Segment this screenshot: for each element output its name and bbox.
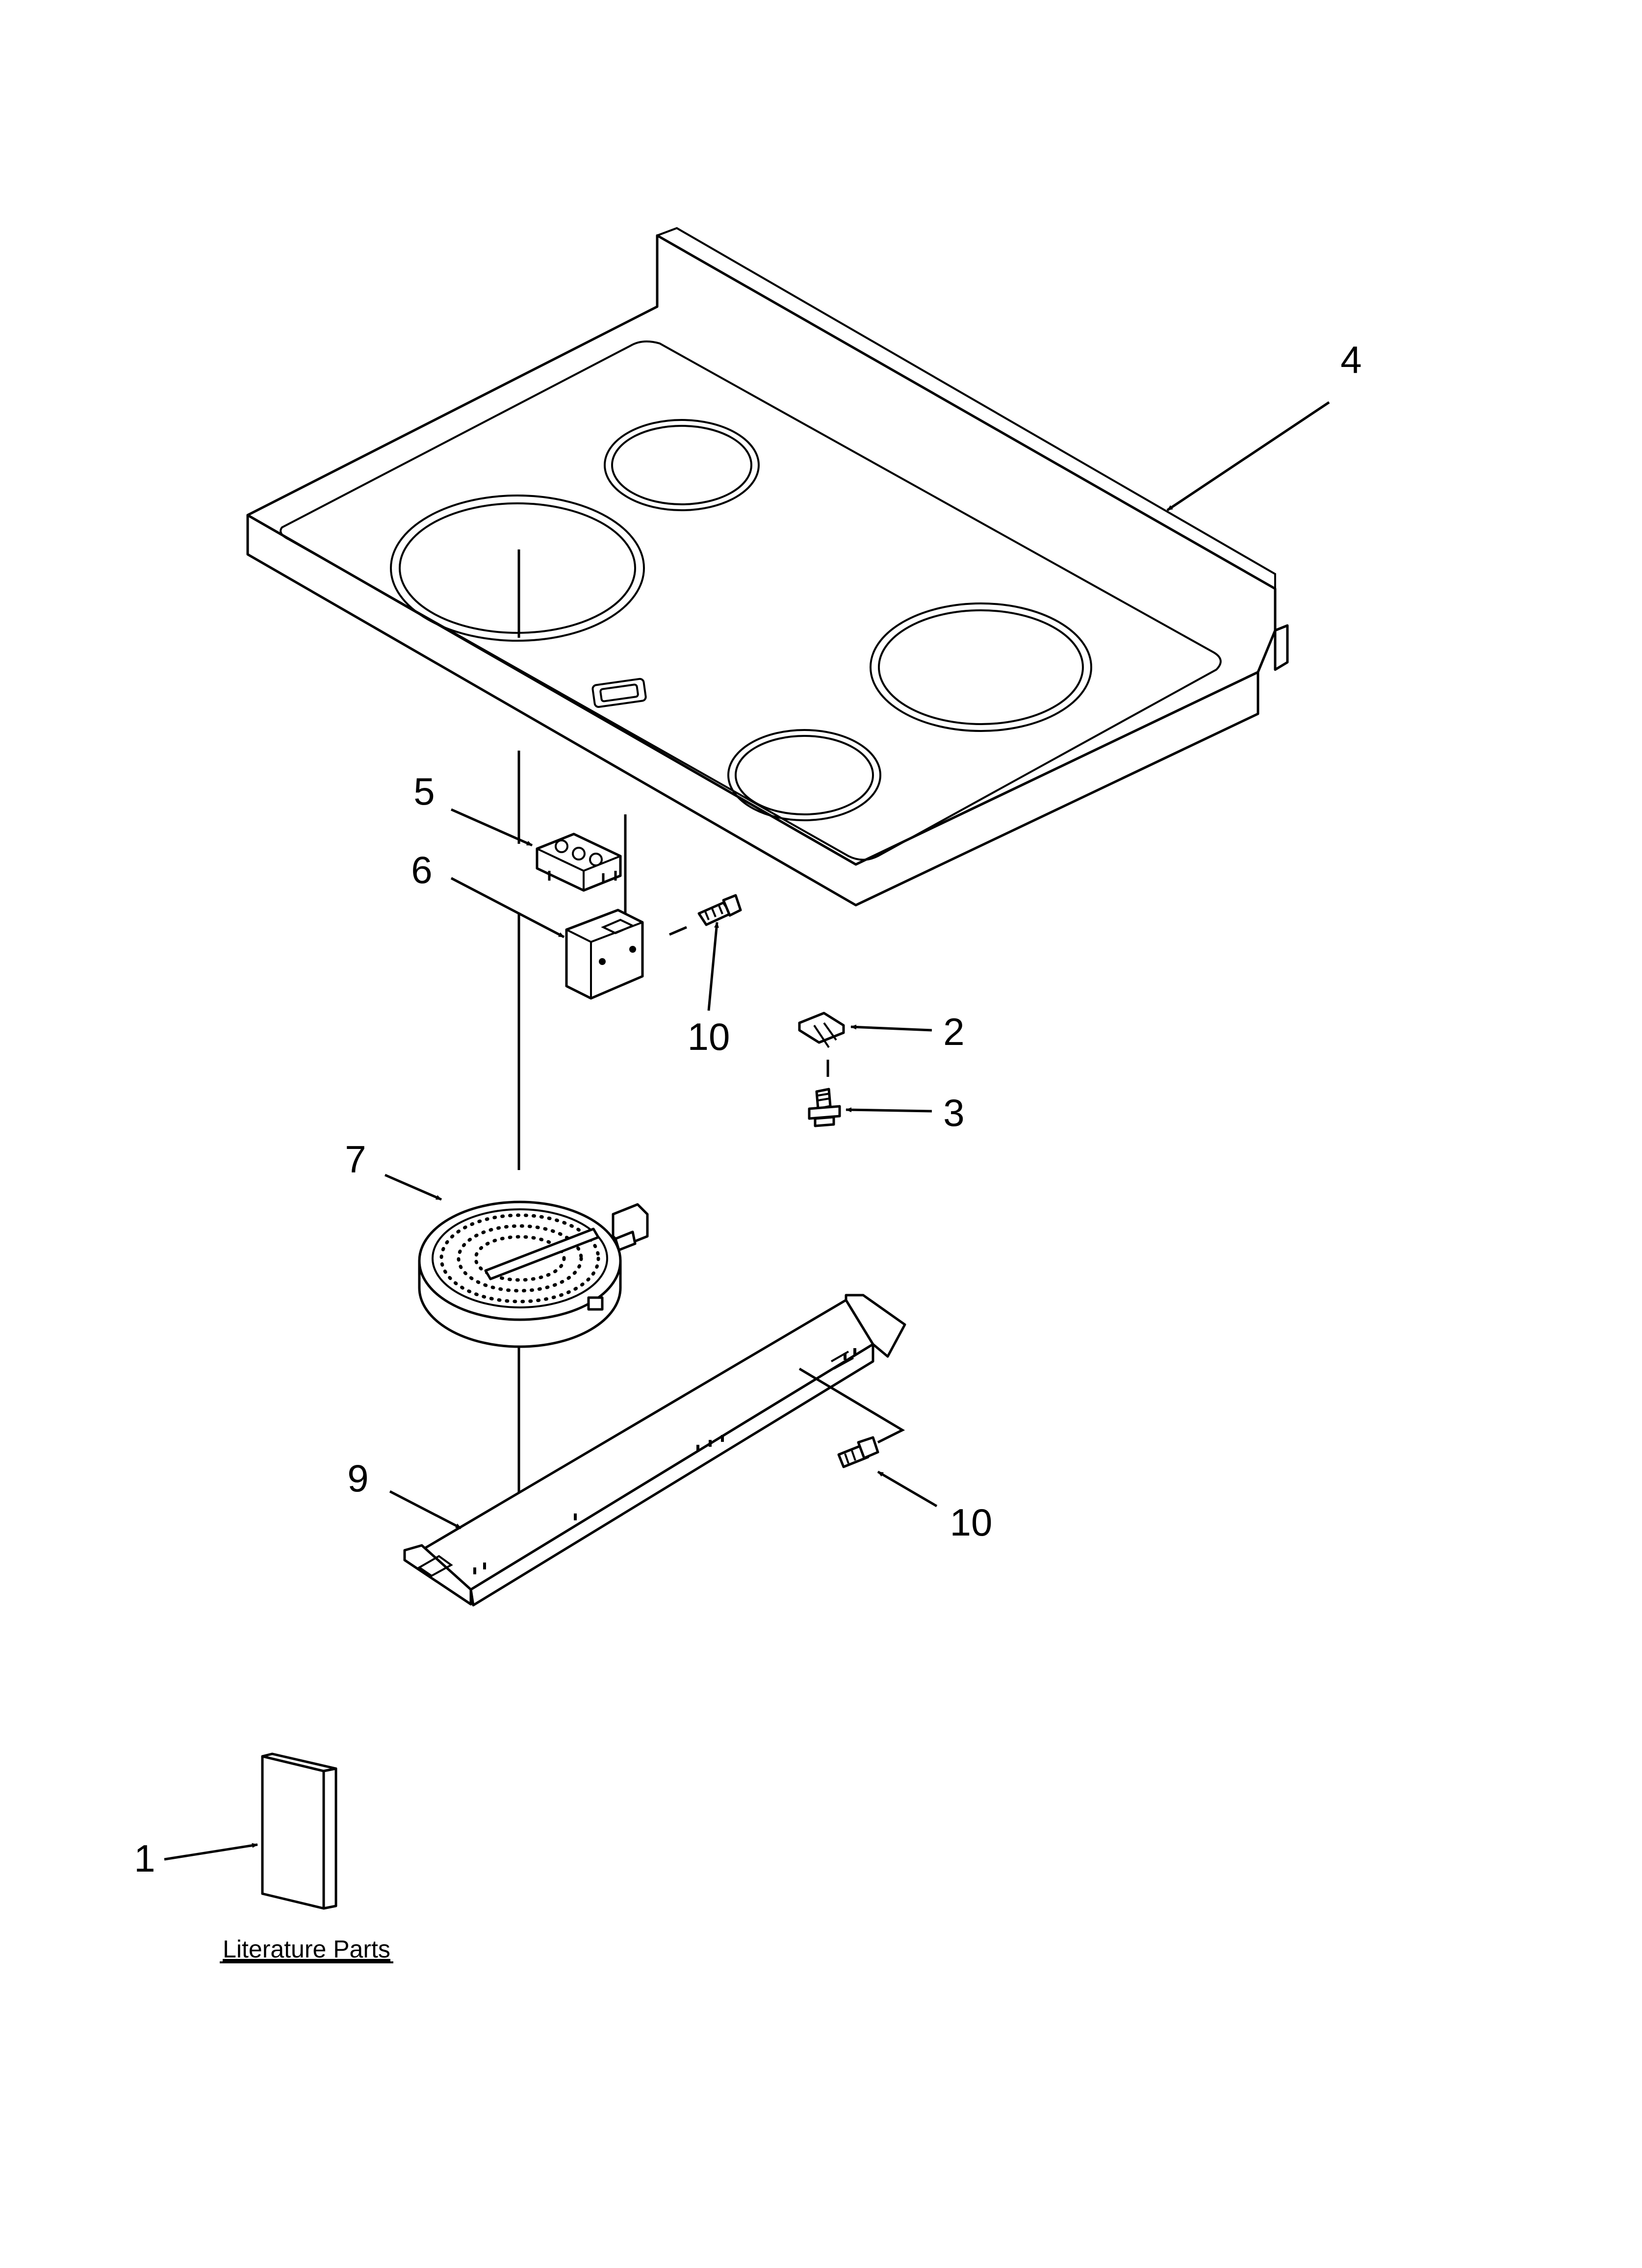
callout-5: 5 [413,770,435,813]
leader-10a [707,922,719,1011]
callout-10-upper: 10 [688,1015,730,1058]
literature-part-1 [261,1752,337,1910]
callout-1: 1 [134,1837,155,1880]
leader-3 [846,1107,932,1113]
bracket-part-6 [565,909,644,1000]
callout-9: 9 [347,1457,368,1500]
leader-7 [385,1173,442,1201]
literature-parts-caption: Literature Parts [223,1935,390,1963]
leader-2 [850,1024,932,1032]
callout-7: 7 [345,1138,366,1181]
leader-9 [389,1490,462,1530]
cooktop-part-4 [246,227,1289,907]
callout-4: 4 [1340,338,1361,381]
support-bracket-part-9 [403,1294,906,1607]
clip-part-2 [798,1012,845,1077]
leader-4 [1166,401,1330,512]
callout-2: 2 [943,1010,964,1053]
leader-10b [877,1470,938,1508]
screw-part-10-lower [837,1436,879,1468]
leader-1 [164,1843,258,1861]
callout-3: 3 [943,1091,964,1134]
leader-lines [164,401,1330,1861]
callout-6: 6 [411,848,432,891]
callout-10-lower: 10 [950,1501,993,1544]
alignment-line [669,926,687,936]
screw-part-10-upper [697,894,742,926]
leader-5 [450,808,533,847]
radiant-element-part-7 [418,1200,649,1348]
leader-6 [450,877,565,938]
screw-part-3 [808,1088,841,1127]
indicator-switch-part-5 [536,833,622,892]
